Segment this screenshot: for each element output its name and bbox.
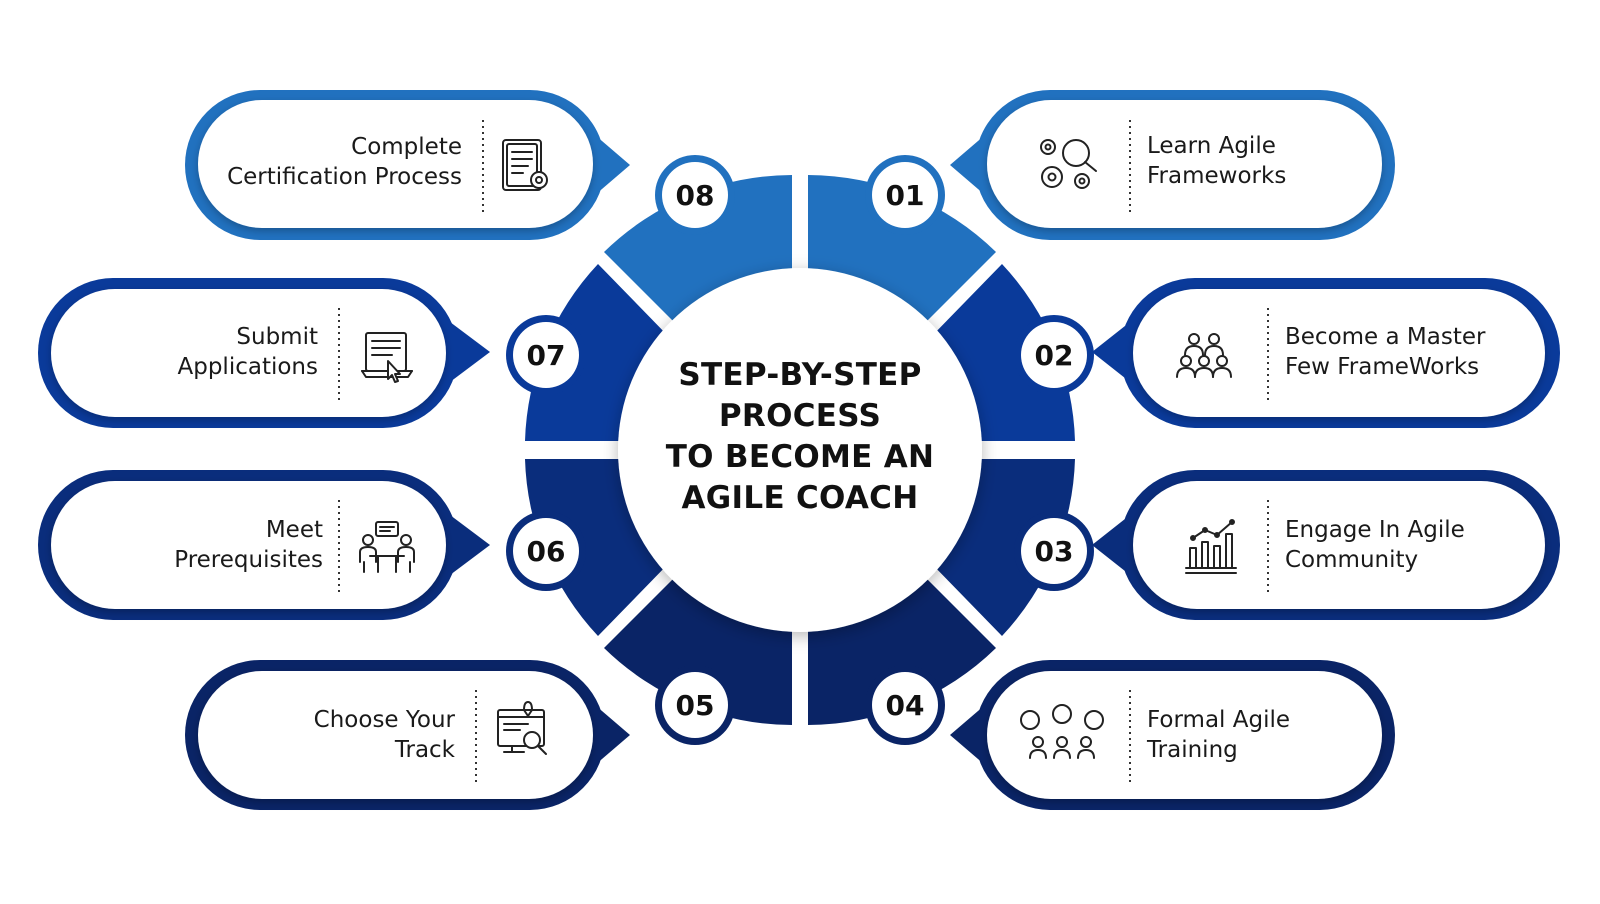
step-label-06: Meet Prerequisites (23, 515, 323, 575)
step-badge-03: 03 (1014, 511, 1094, 591)
step-label-07-line-2: Applications (177, 354, 319, 380)
step-number-03: 03 (1035, 535, 1074, 568)
step-label-04: Formal Agile Training (1147, 705, 1447, 765)
step-label-01: Learn Agile Frameworks (1147, 131, 1447, 191)
step-badge-02: 02 (1014, 315, 1094, 395)
step-card-07 (38, 278, 490, 428)
step-number-08: 08 (676, 179, 715, 212)
step-number-04: 04 (886, 689, 925, 722)
step-badge-08: 08 (655, 155, 735, 235)
step-card-08 (185, 90, 630, 240)
step-label-06-line-2: Prerequisites (174, 547, 323, 573)
step-badge-07: 07 (506, 315, 586, 395)
step-label-03-line-2: Community (1285, 547, 1419, 573)
meeting-icon (359, 521, 415, 573)
step-label-02: Become a Master Few FrameWorks (1285, 322, 1585, 382)
step-label-06-line-1: Meet (265, 517, 323, 543)
step-card-06 (38, 470, 490, 620)
step-badge-01: 01 (865, 155, 945, 235)
network-people-icon (1020, 704, 1104, 759)
step-label-08-line-2: Certification Process (227, 164, 462, 190)
step-number-02: 02 (1035, 339, 1074, 372)
step-label-05-line-1: Choose Your (313, 707, 455, 733)
step-card-01 (950, 90, 1395, 240)
step-card-03 (1092, 470, 1560, 620)
step-label-03: Engage In Agile Community (1285, 515, 1585, 575)
application-form-icon (361, 332, 413, 383)
step-badge-06: 06 (506, 511, 586, 591)
gears-magnifier-icon (1040, 139, 1097, 189)
step-card-04 (950, 660, 1395, 810)
ring-segment-05 (604, 573, 792, 725)
ring-segment-04 (808, 573, 996, 725)
step-label-04-line-2: Training (1147, 737, 1238, 763)
roadmap-search-icon (497, 701, 547, 755)
step-label-08: Complete Certification Process (162, 132, 462, 192)
step-number-07: 07 (527, 339, 566, 372)
step-label-02-line-1: Become a Master (1285, 324, 1486, 350)
step-label-03-line-1: Engage In Agile (1285, 517, 1465, 543)
step-label-04-line-1: Formal Agile (1147, 707, 1290, 733)
ring-segment-08 (604, 175, 792, 327)
step-card-05 (185, 660, 630, 810)
step-label-05: Choose Your Track (155, 705, 455, 765)
step-badge-05: 05 (655, 665, 735, 745)
step-label-08-line-1: Complete (351, 134, 462, 160)
step-badge-04: 04 (865, 665, 945, 745)
step-label-02-line-2: Few FrameWorks (1285, 354, 1480, 380)
step-number-06: 06 (527, 535, 566, 568)
step-label-07: Submit Applications (18, 322, 319, 382)
growth-chart-icon (1185, 519, 1237, 574)
step-label-01-line-1: Learn Agile (1147, 133, 1276, 159)
step-label-01-line-2: Frameworks (1147, 163, 1287, 189)
step-number-01: 01 (886, 179, 925, 212)
certificate-icon (502, 139, 548, 191)
team-group-icon (1176, 333, 1232, 378)
center-circle (618, 268, 982, 632)
step-label-05-line-2: Track (394, 737, 455, 763)
step-card-02 (1092, 278, 1560, 428)
step-label-07-line-1: Submit (236, 324, 318, 350)
step-number-05: 05 (676, 689, 715, 722)
